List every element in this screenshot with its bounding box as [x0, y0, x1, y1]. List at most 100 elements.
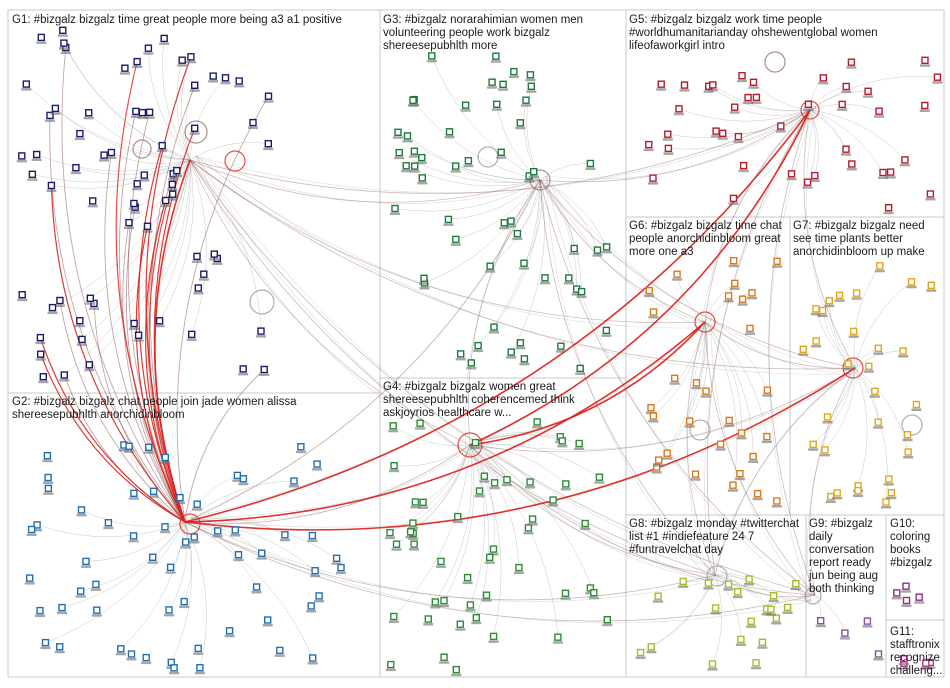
node-g4[interactable] — [412, 499, 418, 505]
node-g6[interactable] — [726, 417, 732, 423]
node-g1[interactable] — [169, 181, 175, 187]
node-g1[interactable] — [131, 201, 137, 207]
node-g1[interactable] — [192, 125, 198, 131]
node-g1[interactable] — [240, 366, 246, 372]
node-g10[interactable] — [916, 594, 922, 600]
node-g5[interactable] — [745, 95, 751, 101]
node-g7[interactable] — [875, 419, 881, 425]
node-g4[interactable] — [534, 419, 540, 425]
node-g2[interactable] — [234, 472, 240, 478]
node-g2[interactable] — [43, 640, 49, 646]
node-g5[interactable] — [902, 157, 908, 163]
node-g8[interactable] — [735, 589, 741, 595]
node-g4[interactable] — [390, 423, 396, 429]
node-g3[interactable] — [579, 289, 585, 295]
node-g5[interactable] — [650, 175, 656, 181]
node-g5[interactable] — [735, 134, 741, 140]
node-g8[interactable] — [759, 639, 765, 645]
node-g2[interactable] — [310, 655, 316, 661]
node-g3[interactable] — [475, 343, 481, 349]
node-g4[interactable] — [465, 575, 471, 581]
node-g5[interactable] — [713, 128, 719, 134]
node-g8[interactable] — [648, 644, 654, 650]
node-g2[interactable] — [162, 524, 168, 530]
node-g5[interactable] — [839, 101, 845, 107]
node-g5[interactable] — [741, 163, 747, 169]
node-g1[interactable] — [23, 81, 29, 87]
node-g7[interactable] — [851, 328, 857, 334]
node-g1[interactable] — [250, 120, 256, 126]
node-g1[interactable] — [37, 335, 43, 341]
node-g1[interactable] — [157, 318, 163, 324]
node-g7[interactable] — [872, 388, 878, 394]
node-g1[interactable] — [258, 328, 264, 334]
node-g5[interactable] — [843, 146, 849, 152]
node-g2[interactable] — [45, 475, 51, 481]
node-g6[interactable] — [687, 418, 693, 424]
node-g1[interactable] — [77, 131, 83, 137]
node-g3[interactable] — [396, 150, 402, 156]
node-g3[interactable] — [411, 148, 417, 154]
node-g8[interactable] — [768, 606, 774, 612]
node-g2[interactable] — [150, 554, 156, 560]
node-g3[interactable] — [542, 275, 548, 281]
node-g3[interactable] — [514, 231, 520, 237]
node-g5[interactable] — [710, 82, 716, 88]
node-g4[interactable] — [487, 554, 493, 560]
node-g8[interactable] — [713, 605, 719, 611]
node-g6[interactable] — [651, 309, 657, 315]
node-g6[interactable] — [674, 271, 680, 277]
node-g3[interactable] — [453, 163, 459, 169]
node-g9[interactable] — [876, 651, 882, 657]
node-g5[interactable] — [646, 142, 652, 148]
node-g1[interactable] — [192, 82, 198, 88]
node-g2[interactable] — [168, 564, 174, 570]
node-g3[interactable] — [517, 340, 523, 346]
node-g4[interactable] — [388, 662, 394, 668]
node-g2[interactable] — [236, 552, 242, 558]
node-g5[interactable] — [927, 191, 933, 197]
node-g2[interactable] — [57, 644, 63, 650]
node-g3[interactable] — [528, 83, 534, 89]
node-g4[interactable] — [491, 633, 497, 639]
node-g3[interactable] — [412, 163, 418, 169]
node-g2[interactable] — [183, 539, 189, 545]
node-g9[interactable] — [864, 618, 870, 624]
node-g1[interactable] — [86, 110, 92, 116]
node-g4[interactable] — [492, 480, 498, 486]
node-g5[interactable] — [922, 103, 928, 109]
node-g2[interactable] — [181, 599, 187, 605]
node-g1[interactable] — [38, 34, 44, 40]
node-g6[interactable] — [747, 325, 753, 331]
node-g3[interactable] — [419, 175, 425, 181]
node-g1[interactable] — [189, 331, 195, 337]
node-g4[interactable] — [582, 521, 588, 527]
node-g8[interactable] — [793, 581, 799, 587]
node-g2[interactable] — [131, 533, 137, 539]
node-g6[interactable] — [764, 387, 770, 393]
node-g7[interactable] — [905, 432, 911, 438]
node-g1[interactable] — [29, 171, 35, 177]
node-g5[interactable] — [665, 131, 671, 137]
node-g3[interactable] — [419, 155, 425, 161]
node-g2[interactable] — [194, 501, 200, 507]
node-g2[interactable] — [316, 593, 322, 599]
node-g3[interactable] — [523, 97, 529, 103]
node-g6[interactable] — [672, 375, 678, 381]
node-g1[interactable] — [87, 295, 93, 301]
node-g8[interactable] — [705, 580, 711, 586]
node-g4[interactable] — [453, 667, 459, 673]
node-g1[interactable] — [90, 198, 96, 204]
node-g3[interactable] — [498, 149, 504, 155]
node-g1[interactable] — [133, 108, 139, 114]
node-g7[interactable] — [813, 306, 819, 312]
node-g5[interactable] — [812, 173, 818, 179]
node-g3[interactable] — [508, 218, 514, 224]
node-g2[interactable] — [37, 608, 43, 614]
node-g4[interactable] — [410, 520, 416, 526]
node-g1[interactable] — [40, 374, 46, 380]
node-g1[interactable] — [265, 141, 271, 147]
node-g2[interactable] — [105, 520, 111, 526]
node-g7[interactable] — [909, 279, 915, 285]
node-g7[interactable] — [813, 338, 819, 344]
